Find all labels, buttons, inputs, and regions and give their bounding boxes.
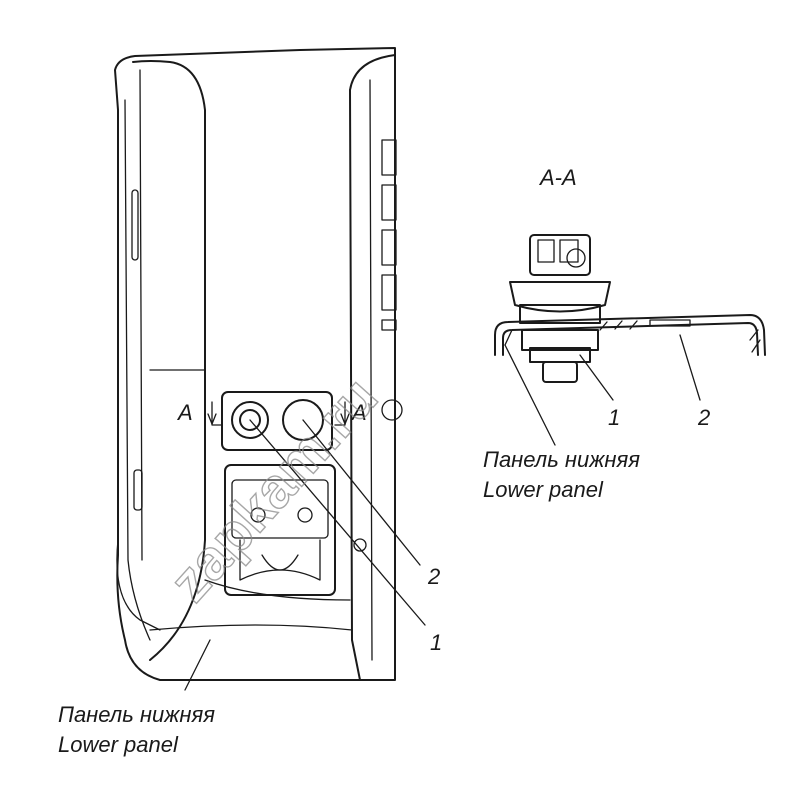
connector-socket-1 — [231, 401, 269, 439]
right-bolt — [353, 538, 367, 552]
panel-hatch — [504, 320, 761, 353]
section-arrowhead-left — [207, 413, 217, 425]
door-seam — [369, 79, 373, 661]
cab-right-column-edge — [349, 89, 361, 681]
cab-lower-corner — [116, 539, 161, 631]
lower-bracket-window — [231, 479, 329, 539]
bracket-bolt-2 — [297, 507, 313, 523]
callout-1-main: 1 — [430, 630, 442, 655]
connector-pin-right — [559, 239, 579, 263]
step-rungs — [381, 139, 397, 331]
right-knob — [381, 399, 403, 421]
callout-2-section: 2 — [697, 405, 710, 430]
cab-right-column — [349, 54, 396, 91]
bracket-bolt-1 — [250, 507, 266, 523]
section-title: A-A — [538, 165, 577, 190]
cab-outer-outline — [114, 47, 396, 681]
cab-left-pillar-inner — [124, 99, 151, 641]
lower-nut — [521, 329, 599, 351]
connector-body — [542, 361, 578, 383]
callout-1-section: 1 — [608, 405, 620, 430]
connector-pin-left — [537, 239, 555, 263]
connector-socket-1-core — [239, 409, 261, 431]
panel-label-en-main: Lower panel — [58, 732, 179, 757]
section-arrow-left — [211, 401, 223, 426]
section-arrowhead-right — [340, 413, 350, 425]
panel-label-strip — [649, 319, 691, 327]
leader-callout-1 — [249, 419, 426, 626]
lower-bracket — [224, 464, 336, 596]
panel-label-ru-section: Панель нижняя — [483, 447, 640, 472]
section-view: A-A 1 2 Панель нижняя Lowe — [483, 165, 766, 502]
cab-left-pillar — [132, 60, 206, 661]
connector-head — [529, 234, 591, 276]
bracket-cutout — [261, 554, 299, 571]
connector-screw — [566, 248, 586, 268]
callout-2-main: 2 — [427, 564, 440, 589]
panel-label-ru-main: Панель нижняя — [58, 702, 215, 727]
lower-latch — [133, 469, 143, 511]
section-arrow-right — [334, 401, 346, 426]
leader-callout-2 — [302, 419, 421, 566]
panel-sheet-outer — [494, 314, 766, 356]
connector-plug-2 — [282, 399, 324, 441]
cab-side-view: A A 2 1 Панель нижняя Lower panel — [58, 47, 442, 757]
lower-sill — [149, 624, 353, 631]
leader-panel-main — [184, 639, 211, 691]
leader-section-2 — [679, 334, 701, 401]
panel-sheet-inner — [502, 322, 759, 356]
connector-plate — [221, 391, 333, 451]
leader-section-1 — [579, 354, 614, 401]
section-marker-right: A — [350, 400, 367, 425]
side-slot — [131, 189, 139, 261]
connector-nut — [519, 304, 601, 324]
section-marker-left: A — [176, 400, 193, 425]
leader-section-panel — [504, 344, 556, 446]
panel-label-en-section: Lower panel — [483, 477, 604, 502]
connector-flange — [509, 281, 611, 313]
